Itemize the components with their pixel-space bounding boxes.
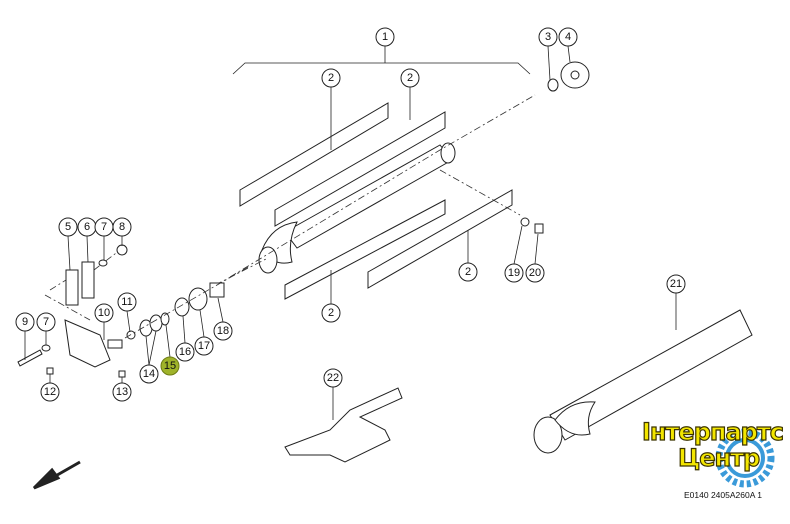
svg-text:20: 20: [529, 267, 541, 279]
handle-22: [284, 387, 403, 463]
svg-text:3: 3: [545, 31, 551, 43]
callout-4[interactable]: 4: [558, 27, 578, 47]
callout-19[interactable]: 19: [504, 263, 524, 283]
svg-text:7: 7: [101, 221, 107, 233]
svg-text:2: 2: [407, 72, 413, 84]
callout-11[interactable]: 11: [117, 292, 137, 312]
svg-text:16: 16: [179, 346, 191, 358]
callout-7[interactable]: 7: [94, 217, 114, 237]
svg-text:21: 21: [670, 278, 682, 290]
svg-text:17: 17: [198, 340, 210, 352]
svg-text:22: 22: [327, 372, 339, 384]
callout-12[interactable]: 12: [40, 382, 60, 402]
o-ring-3: [547, 78, 559, 92]
callout-15-highlighted[interactable]: 15: [160, 356, 180, 376]
svg-text:15: 15: [164, 360, 176, 372]
drawing-code: E0140 2405A260A 1: [684, 490, 762, 500]
logo-line-2: Центр: [677, 443, 760, 472]
callout-9[interactable]: 9: [15, 312, 35, 332]
svg-text:2: 2: [328, 72, 334, 84]
callout-14[interactable]: 14: [139, 364, 159, 384]
callout-2[interactable]: 2: [400, 68, 420, 88]
plate-5: [65, 269, 79, 306]
callout-6[interactable]: 6: [77, 217, 97, 237]
callout-8[interactable]: 8: [112, 217, 132, 237]
svg-text:11: 11: [121, 296, 132, 308]
watermark-logo: Інтерпартс Центр: [641, 417, 784, 488]
callout-2[interactable]: 2: [321, 68, 341, 88]
callout-2[interactable]: 2: [321, 303, 341, 323]
gear-icon: [715, 428, 775, 488]
callout-3[interactable]: 3: [538, 27, 558, 47]
callout-22[interactable]: 22: [323, 368, 343, 388]
tube-end: [440, 142, 456, 164]
logo-line-1: Інтерпартс: [641, 417, 784, 446]
callout-20[interactable]: 20: [525, 263, 545, 283]
bearing-17: [188, 287, 208, 311]
svg-text:10: 10: [98, 307, 110, 319]
svg-text:1: 1: [382, 31, 388, 43]
callout-18[interactable]: 18: [213, 321, 233, 341]
callout-7[interactable]: 7: [36, 312, 56, 332]
svg-text:2: 2: [465, 266, 471, 278]
plate-upper-left: [239, 102, 389, 207]
callout-13[interactable]: 13: [112, 382, 132, 402]
bolt-9: [17, 349, 43, 367]
bushing-18: [209, 282, 225, 298]
plate-upper-right: [274, 111, 446, 227]
callout-5[interactable]: 5: [58, 217, 78, 237]
plate-6: [81, 261, 95, 299]
callout-21[interactable]: 21: [666, 274, 686, 294]
svg-text:12: 12: [44, 386, 56, 398]
svg-text:8: 8: [119, 221, 125, 233]
svg-text:7: 7: [43, 316, 49, 328]
svg-text:5: 5: [65, 221, 71, 233]
svg-text:14: 14: [143, 368, 155, 380]
svg-text:6: 6: [84, 221, 90, 233]
callout-16[interactable]: 16: [175, 342, 195, 362]
callout-10[interactable]: 10: [94, 303, 114, 323]
plate-lower-left: [284, 199, 446, 300]
svg-text:19: 19: [508, 267, 520, 279]
plate-lower-right: [367, 189, 513, 289]
svg-text:13: 13: [116, 386, 128, 398]
bracket-10: [64, 319, 111, 368]
svg-text:4: 4: [565, 31, 571, 43]
assembly-bracket: [232, 62, 531, 75]
svg-text:18: 18: [217, 325, 229, 337]
callout-17[interactable]: 17: [194, 336, 214, 356]
callout-2[interactable]: 2: [458, 262, 478, 282]
callout-1[interactable]: 1: [375, 27, 395, 47]
svg-text:9: 9: [22, 316, 28, 328]
svg-text:2: 2: [328, 307, 334, 319]
direction-arrow-icon: [32, 460, 81, 490]
